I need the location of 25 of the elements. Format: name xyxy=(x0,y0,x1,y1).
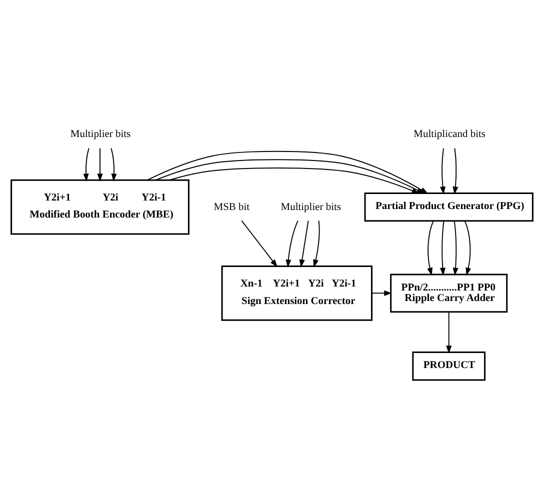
arrow xyxy=(286,220,298,268)
node-box: PRODUCT xyxy=(412,352,486,381)
arrow xyxy=(313,220,320,268)
arrow xyxy=(464,220,472,276)
arrow xyxy=(446,311,452,354)
arrow xyxy=(372,290,392,296)
node-text: MSB bit xyxy=(214,202,250,213)
node-box: PPn/2...........PP1 PP0 Ripple Carry Adder xyxy=(390,274,508,313)
arrow xyxy=(299,220,309,268)
arrow xyxy=(452,220,458,276)
arrow xyxy=(440,148,446,195)
arrow xyxy=(168,167,420,194)
arrow xyxy=(110,148,117,182)
arrow xyxy=(241,220,278,268)
node-box: Xn-1 Y2i+1 Y2i Y2i-1 Sign Extension Corrector xyxy=(221,265,372,321)
node-text: Multiplicand bits xyxy=(414,129,486,140)
node-box: Partial Product Generator (PPG) xyxy=(364,192,534,222)
arrow xyxy=(97,148,103,182)
arrow xyxy=(440,220,446,276)
arrow xyxy=(83,148,90,182)
node-box: Y2i+1 Y2i Y2i-1 Modified Booth Encoder (MBE) xyxy=(10,179,190,235)
node-text: Multiplier bits xyxy=(280,202,341,213)
arrow xyxy=(427,220,434,276)
node-text: Multiplier bits xyxy=(70,129,131,140)
arrow xyxy=(452,148,458,195)
